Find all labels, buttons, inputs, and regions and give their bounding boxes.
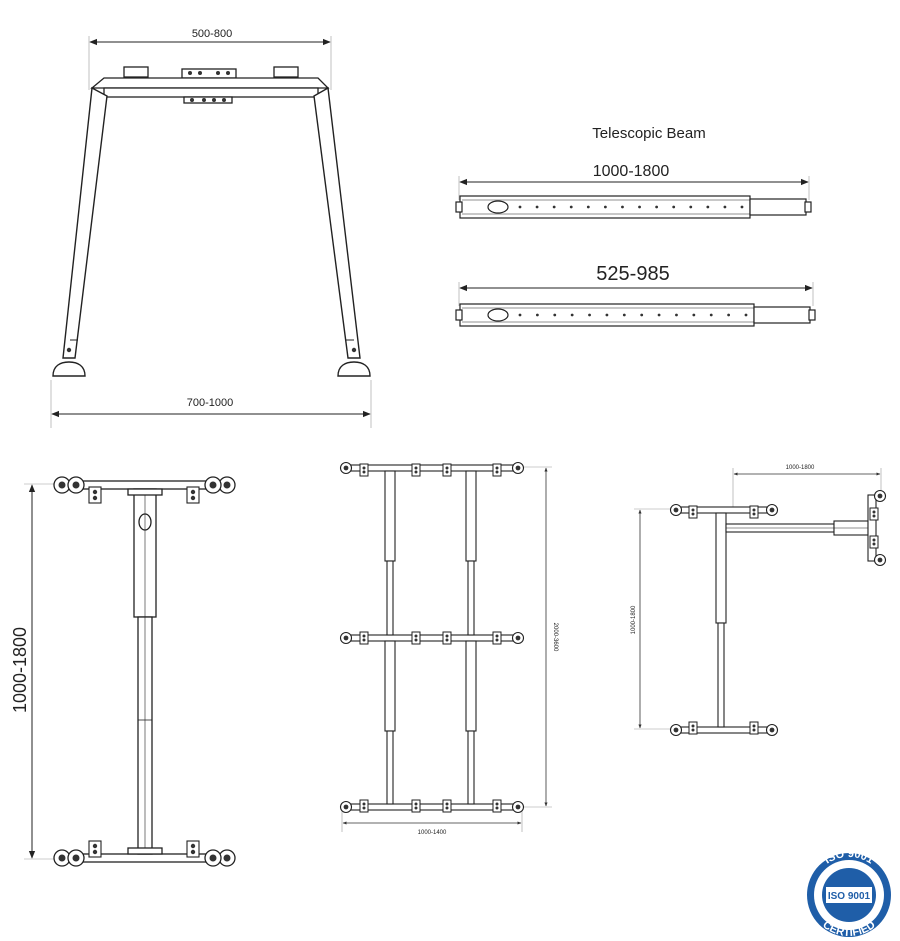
beam-hole [552,205,556,209]
beam-hole [657,313,661,317]
right-foot [337,361,371,377]
beam-hole [586,205,590,209]
height-dimension-label: 2000-3600 [552,623,558,652]
top-dimension-label: 500-800 [192,28,232,40]
beam-hole [569,205,573,209]
beam-hole [740,205,744,209]
crossbar-bolts [188,71,230,102]
telescopic-beam-title: Telescopic Beam [592,125,705,142]
beam-hole [709,313,713,317]
beam-hole [518,313,522,317]
short-beam-dimension-label: 525-985 [596,263,669,285]
beam-hole [535,205,539,209]
beam-hole [638,205,641,209]
beam-hole [518,205,522,209]
beam-hole [744,313,748,317]
top-crossbar [90,66,330,104]
telescopic-beam-section: Telescopic Beam 1000-1800 525-985 [455,125,816,327]
leg-frame-front-view: 500-800 700-1000 [50,28,372,428]
beam-hole [535,313,539,317]
beam-hole [672,205,676,209]
left-leg [62,86,108,359]
beam-hole [553,313,557,317]
short-beam-holes [518,313,748,317]
left-dimension-label: 1000-1800 [631,605,637,634]
long-telescopic-beam [455,195,812,219]
beam-hole [622,313,626,317]
badge-bottom-text: CERTIFIED [820,919,877,939]
beam-hole [692,313,696,317]
length-dimension-label: 1000-1800 [10,627,30,713]
short-telescopic-beam [455,303,816,327]
beam-hole [706,205,710,209]
beam-hole [727,313,731,317]
width-dimension-label: 1000-1400 [418,830,447,836]
badge-center-text: ISO 9001 [828,891,871,902]
beam-hole [603,205,607,209]
beam-hole [723,205,727,209]
left-foot [52,361,86,377]
long-beam-holes [518,205,744,209]
bottom-dimension-label: 700-1000 [187,397,234,409]
beam-hole [655,205,659,209]
beam-hole [570,313,574,317]
beam-hole [640,313,644,317]
beam-hole [588,313,591,317]
beam-hole [675,313,678,317]
corner-frame-plan-view: 1000-1800 1000-1800 [631,465,887,737]
beam-hole [605,313,609,317]
right-leg [313,86,361,359]
double-frame-plan-view: 1000-1400 2000-3600 [339,461,558,836]
beam-hole [621,205,624,209]
iso-9001-certified-badge: ISO 9001 CERTIFIED ISO 9001 [807,848,891,939]
long-beam-dimension-label: 1000-1800 [593,163,670,180]
beam-hole [689,205,693,209]
single-frame-plan-view: 1000-1800 [10,476,236,867]
top-dimension-label: 1000-1800 [786,465,815,471]
